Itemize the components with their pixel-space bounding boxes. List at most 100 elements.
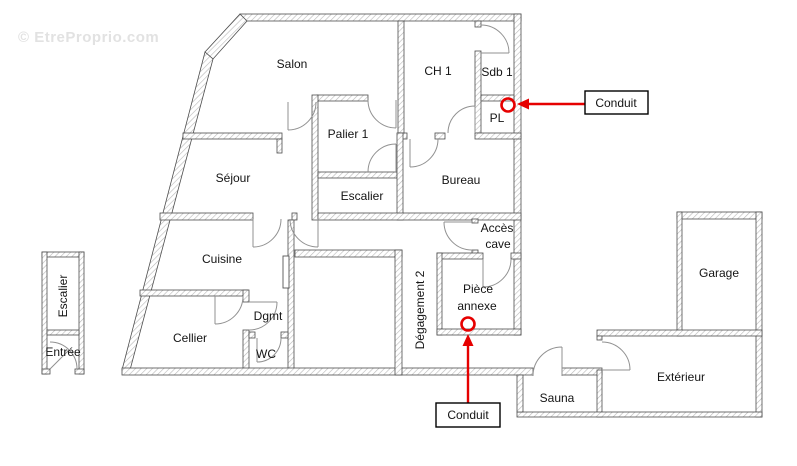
wall-segment [280,331,289,339]
room-label-entree: Entrée [45,345,81,359]
wall-segment [513,13,522,336]
room-label-bureau: Bureau [442,173,481,187]
wall-segment [287,219,295,371]
wall-segment [596,335,603,341]
room-label-dgmt: Dgmt [254,309,283,323]
conduit-annotation-top: Conduit [500,90,649,115]
room-label-piece-annexe-line1: Pièce [463,282,493,296]
room-label-garage: Garage [699,266,739,280]
wall-segment [516,411,763,418]
wall-segment [121,367,534,376]
door-arc [248,301,278,331]
room-label-pl: PL [490,111,505,125]
wall-segment [434,132,446,140]
room-label-acces-cave-line1: Accès [481,221,514,235]
room-label-salon: Salon [277,57,308,71]
wall-segment [561,367,603,376]
wall-segment [239,13,522,22]
conduit-marker-icon [460,316,476,332]
wall-segment [436,252,484,260]
door-arc [214,295,244,325]
room-label-escalier-left: Escalier [56,275,70,318]
wall-segment [317,212,522,221]
walls [41,13,763,418]
door-arc [532,346,563,377]
room-label-sdb1: Sdb 1 [481,65,513,79]
wall-segment [311,94,319,221]
wall-segment [139,289,249,297]
window-symbol [282,255,290,289]
door-arc [367,99,397,129]
room-label-piece-annexe-line2: annexe [457,299,497,313]
wall-segment-diagonal [121,51,214,371]
wall-segment [436,252,443,336]
wall-segment [74,368,85,375]
wall-segment [242,329,250,371]
room-label-sejour: Séjour [216,171,251,185]
door-arc [480,24,510,54]
room-label-degagement2: Dégagement 2 [413,270,427,349]
conduit-annotation-bottom: Conduit [435,316,501,428]
room-label-wc: WC [256,347,276,361]
wall-segment [159,212,254,221]
door-arc [252,218,282,248]
wall-segment [596,369,603,418]
wall-segment [248,331,256,339]
wall-segment [510,252,522,260]
room-label-ch1: CH 1 [424,64,452,78]
conduit-marker-icon [500,97,516,113]
room-label-escalier-main: Escalier [341,189,384,203]
wall-segment [396,132,404,221]
wall-segment [294,249,403,258]
door-arc [447,105,476,134]
room-label-acces-cave-line2: cave [485,237,511,251]
wall-segment [516,374,524,413]
door-arc [443,221,473,251]
arrow-head-icon [462,334,474,346]
room-labels: Salon CH 1 Sdb 1 PL Palier 1 Séjour Esca… [45,57,739,405]
wall-segment [596,329,763,337]
wall-segment [474,132,522,140]
door-arc [409,138,439,168]
wall-segment [676,211,683,337]
room-label-exterieur: Extérieur [657,370,705,384]
wall-segment [436,328,522,336]
annotation-box [584,90,649,115]
wall-segment [316,94,369,102]
watermark: © EtreProprio.com [18,29,159,46]
room-label-palier1: Palier 1 [328,127,369,141]
wall-segment [41,368,51,375]
wall-segment [276,138,283,154]
door-arc [482,258,512,288]
wall-segment [471,218,479,224]
wall-segment [474,20,482,28]
room-label-sauna: Sauna [540,391,575,405]
doors [49,24,631,377]
door-arc [287,101,317,131]
door-arc [289,218,319,248]
annotation-label-conduit-bottom: Conduit [447,408,489,422]
wall-segment [182,132,283,140]
wall-segment [41,251,85,258]
wall-segment [291,212,298,221]
annotation-box [435,402,501,428]
wall-segment [394,249,403,376]
door-arc [49,341,78,370]
wall-segment [480,94,515,102]
door-arc [601,341,631,371]
room-label-cuisine: Cuisine [202,252,242,266]
wall-segment [474,50,482,134]
arrow-head-icon [517,98,529,110]
wall-segment [317,171,398,179]
wall-segment [397,20,405,134]
door-arc [367,143,397,173]
wall-segment [46,329,80,336]
wall-segment [755,211,763,418]
wall-segment [242,289,250,303]
wall-segment [676,211,763,220]
room-label-cellier: Cellier [173,331,207,345]
wall-segment-diagonal [204,13,248,60]
annotation-label-conduit-top: Conduit [595,96,637,110]
